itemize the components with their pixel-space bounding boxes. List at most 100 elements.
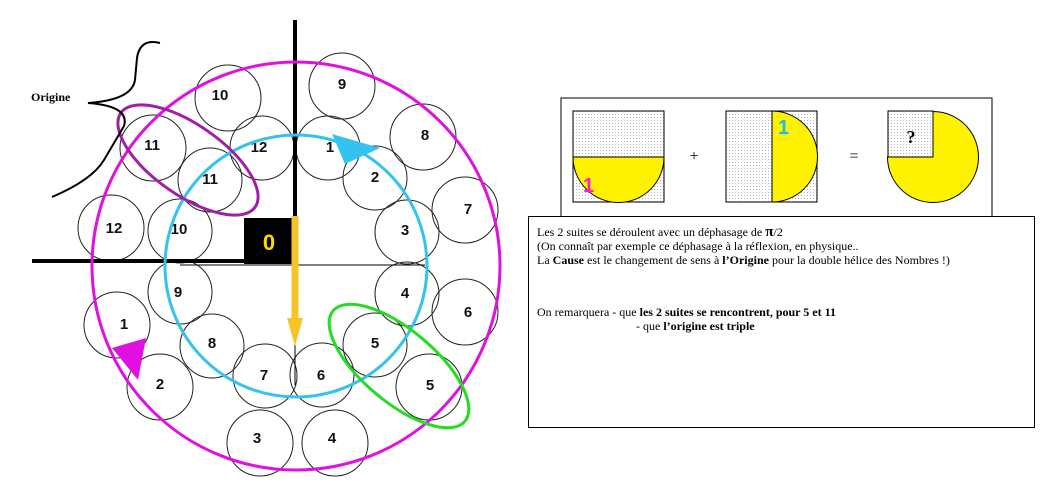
outer-number-label: 12 xyxy=(106,220,123,237)
inner-circle-3: 3 xyxy=(374,199,440,265)
term-bottom-half: 1 xyxy=(572,110,665,203)
inner-circle-7: 7 xyxy=(232,343,298,409)
equation-panel: 1 + 1 = ? xyxy=(560,97,993,225)
outer-circle-5: 5 xyxy=(395,353,463,421)
inner-circle-outline xyxy=(232,343,298,409)
purple-ellipse-11 xyxy=(116,103,260,217)
inner-number-label: 5 xyxy=(371,335,379,352)
outer-circle-outline xyxy=(431,278,499,346)
outer-number-label: 7 xyxy=(464,201,472,218)
outer-circle-4: 4 xyxy=(301,409,369,477)
inner-circle-4: 4 xyxy=(374,261,440,327)
inner-circle-8: 8 xyxy=(179,313,245,379)
outer-number-label: 11 xyxy=(144,137,160,154)
outer-circle-outline xyxy=(83,291,151,359)
line1-suffix: /2 xyxy=(773,225,783,239)
inner-number-label: 7 xyxy=(260,367,268,384)
inner-number-label: 11 xyxy=(202,171,218,188)
yellow-arrow-head xyxy=(287,318,303,346)
term2-label: 1 xyxy=(778,117,789,139)
magenta-arrow-head xyxy=(112,338,146,380)
question-mark: ? xyxy=(907,127,916,147)
inner-number-label: 12 xyxy=(251,139,268,156)
origine-word: l’Origine xyxy=(722,253,769,267)
outer-number-label: 8 xyxy=(421,127,429,144)
inner-circle-outline xyxy=(289,342,355,408)
origin-zero-box xyxy=(244,218,294,264)
term1-label: 1 xyxy=(583,175,594,197)
text-line-3: La Cause est le changement de sens à l’O… xyxy=(537,253,1026,267)
text-line-1: Les 2 suites se déroulent avec un déphas… xyxy=(537,224,1026,240)
outer-circle-12: 12 xyxy=(77,194,145,262)
inner-number-label: 10 xyxy=(171,221,188,238)
outer-circle-6: 6 xyxy=(431,278,499,346)
equals-sign: = xyxy=(849,148,858,165)
line5-prefix: - que xyxy=(636,319,664,333)
origin-label: Origine xyxy=(31,90,71,104)
inner-circle-5: 5 xyxy=(342,312,408,378)
outer-ring xyxy=(90,60,502,472)
outer-number-label: 6 xyxy=(464,304,472,321)
outer-number-label: 10 xyxy=(212,87,229,104)
green-ellipse-5 xyxy=(327,302,471,430)
result-dotted-square xyxy=(887,110,934,158)
inner-circle-outline xyxy=(179,313,245,379)
term1-half-disc xyxy=(572,156,665,203)
term-right-half: 1 xyxy=(725,110,818,203)
inner-circle-outline xyxy=(342,145,408,211)
outer-circle-outline xyxy=(194,64,262,132)
inner-circle-9: 9 xyxy=(147,259,213,325)
outer-circle-outline xyxy=(301,409,369,477)
inner-circle-2: 2 xyxy=(342,145,408,211)
zero-label: 0 xyxy=(263,230,275,255)
explanation-textbox: Les 2 suites se déroulent avec un déphas… xyxy=(528,216,1035,428)
outer-circle-7: 7 xyxy=(431,176,499,244)
line4-bold: les 2 suites se rencontrent, pour 5 et 1… xyxy=(639,305,836,319)
outer-number-label: 1 xyxy=(120,316,128,333)
inner-circle-6: 6 xyxy=(289,342,355,408)
line5-bold: l’origine est triple xyxy=(663,319,755,333)
outer-circle-11: 11 xyxy=(119,114,187,182)
cause-word: Cause xyxy=(552,253,584,267)
inner-number-label: 8 xyxy=(208,335,216,352)
outer-number-label: 5 xyxy=(426,377,434,394)
inner-circle-outline xyxy=(374,199,440,265)
inner-number-label: 2 xyxy=(371,169,379,186)
term2-half-disc xyxy=(771,110,818,203)
outer-number-label: 3 xyxy=(253,430,261,447)
inner-number-label: 6 xyxy=(317,367,325,384)
inner-circle-outline xyxy=(342,312,408,378)
outer-circle-outline xyxy=(119,114,187,182)
inner-number-label: 1 xyxy=(326,139,334,156)
outer-circle-10: 10 xyxy=(194,64,262,132)
inner-ring xyxy=(163,133,429,399)
outer-circle-3: 3 xyxy=(226,409,294,477)
outer-number-label: 4 xyxy=(328,430,337,447)
inner-number-label: 9 xyxy=(174,284,182,301)
cyan-arrow-head xyxy=(332,134,380,164)
outer-circle-outline xyxy=(389,103,457,171)
outer-number-label: 2 xyxy=(156,376,164,393)
line1-text: Les 2 suites se déroulent avec un déphas… xyxy=(537,225,766,239)
plus-sign: + xyxy=(689,148,698,165)
inner-number-label: 3 xyxy=(401,222,409,239)
text-line-4: On remarquera - que les 2 suites se renc… xyxy=(537,305,1026,319)
line3-suffix: pour la double hélice des Nombres !) xyxy=(768,253,950,267)
outer-number-label: 9 xyxy=(338,76,346,93)
line4-prefix: On remarquera - que xyxy=(537,305,640,319)
inner-number-label: 4 xyxy=(401,285,410,302)
text-line-2: (On connaît par exemple ce déphasage à l… xyxy=(537,239,859,253)
outer-circle-outline xyxy=(226,409,294,477)
pi-symbol: π xyxy=(765,224,774,240)
outer-circle-1: 1 xyxy=(83,291,151,359)
line3-middle: est le changement de sens à xyxy=(584,253,723,267)
origin-brace xyxy=(51,41,161,198)
result-three-quarter: ? xyxy=(886,110,979,203)
text-line-5: - que l’origine est triple xyxy=(537,319,1026,333)
outer-circle-8: 8 xyxy=(389,103,457,171)
outer-circle-outline xyxy=(431,176,499,244)
line3-prefix: La xyxy=(537,253,553,267)
